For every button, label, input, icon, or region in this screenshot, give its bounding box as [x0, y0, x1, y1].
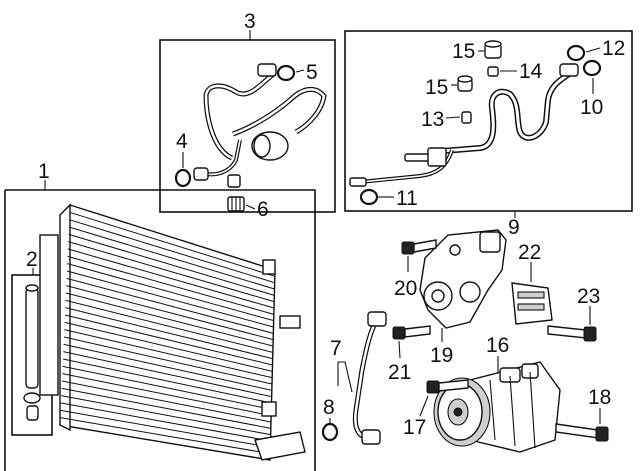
receiver-drier: [23, 284, 41, 421]
insulator-22: [511, 282, 553, 325]
o-ring-4: [174, 168, 192, 188]
callout-14: 14: [519, 60, 543, 83]
bolt-20: [401, 239, 437, 255]
o-ring-10: [582, 59, 602, 77]
service-port-15-lower: [457, 75, 473, 92]
callout-12: 12: [602, 37, 625, 60]
service-port-15-upper: [484, 40, 502, 59]
liquid-line: [352, 311, 387, 445]
callout-15a: 15: [452, 40, 475, 63]
callout-1: 1: [38, 160, 50, 183]
callout-13: 13: [421, 108, 444, 131]
callout-16: 16: [486, 334, 509, 357]
callout-11: 11: [396, 187, 418, 210]
valve-core-13: [461, 111, 472, 124]
callout-7: 7: [330, 337, 342, 360]
discharge-hose: [193, 63, 327, 188]
group-box-hoses: [159, 39, 336, 213]
bolt-18: [555, 423, 609, 442]
valve-core-14: [487, 66, 499, 77]
bolt-17: [426, 379, 469, 394]
callout-23: 23: [577, 285, 600, 308]
valve-cap-6: [227, 196, 245, 212]
compressor-bracket: [419, 229, 507, 329]
callout-19: 19: [430, 344, 453, 367]
o-ring-8: [321, 422, 339, 442]
bolt-21: [392, 325, 431, 340]
callout-labels: 1 2 3 4 5 6 7 8 9 10 11 12 13 14 15 15 1…: [26, 10, 625, 439]
o-ring-12: [566, 44, 586, 62]
callout-8: 8: [323, 396, 335, 419]
callout-3: 3: [244, 10, 256, 33]
callout-4: 4: [176, 130, 188, 153]
callout-18: 18: [588, 386, 611, 409]
callout-21: 21: [388, 361, 411, 384]
callout-10: 10: [580, 96, 603, 119]
condenser-fins: [60, 211, 275, 455]
callout-15b: 15: [425, 76, 448, 99]
callout-22: 22: [518, 241, 541, 264]
group-box-suction-line: [344, 30, 633, 212]
bolt-23: [547, 325, 597, 342]
condenser: [39, 203, 306, 461]
callout-6: 6: [257, 198, 269, 221]
o-ring-5: [276, 64, 296, 82]
callout-9: 9: [508, 216, 520, 239]
o-ring-11: [359, 188, 379, 206]
callout-2: 2: [26, 248, 38, 271]
group-box-condenser: [4, 189, 316, 471]
callout-20: 20: [394, 277, 417, 300]
leader-lines: [182, 47, 601, 424]
compressor: [433, 361, 561, 453]
suction-hose: [349, 63, 579, 187]
callout-17: 17: [403, 416, 426, 439]
callout-5: 5: [306, 61, 318, 84]
